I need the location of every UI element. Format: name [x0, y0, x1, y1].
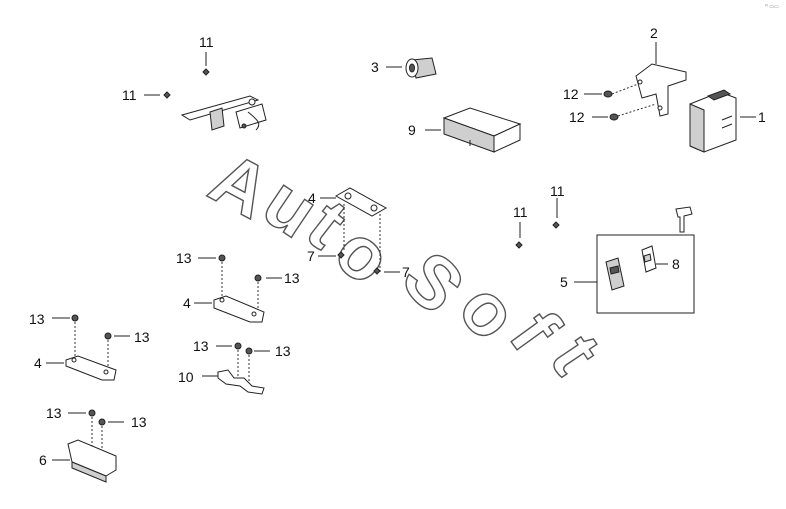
callout-11-c: 11 — [513, 204, 528, 220]
callout-6: 6 — [39, 452, 47, 468]
part-11-screw-mid-a: 11 — [513, 204, 528, 249]
callout-13-e: 13 — [193, 338, 209, 354]
watermark: A u t o S o f t — [197, 135, 618, 388]
part-9-module: 9 — [408, 107, 522, 153]
part-11-screw-top: 11 — [199, 34, 214, 76]
part-1-control-unit: 1 — [689, 89, 766, 153]
part-12-nut-lower: 12 — [569, 103, 657, 125]
part-4-bracket-center: 4 — [308, 187, 388, 272]
callout-4-a: 4 — [308, 190, 316, 206]
part-4-bracket-mid: 13 13 4 — [176, 250, 300, 323]
callout-2: 2 — [650, 25, 658, 41]
callout-12-a: 12 — [563, 86, 579, 102]
callout-13-g: 13 — [46, 405, 62, 421]
callout-7-a: 7 — [307, 248, 315, 264]
callout-11-a: 11 — [199, 34, 214, 50]
antenna-bracket — [180, 95, 267, 131]
part-11-screw-left: 11 — [122, 87, 171, 103]
callout-5: 5 — [560, 274, 568, 290]
callout-13-c: 13 — [29, 311, 45, 327]
corner-mark: ꟸ ▭▭ — [765, 4, 779, 10]
callout-13-h: 13 — [131, 414, 147, 430]
part-6-bracket: 13 13 6 — [39, 405, 147, 483]
callout-12-b: 12 — [569, 109, 585, 125]
part-12-nut-upper: 12 — [563, 83, 639, 102]
callout-11-d: 11 — [550, 183, 565, 199]
callout-10: 10 — [178, 369, 194, 385]
callout-9: 9 — [408, 122, 416, 138]
part-4-bracket-left: 13 13 4 — [29, 311, 150, 381]
callout-3: 3 — [371, 59, 379, 75]
part-7-screw-left: 7 — [307, 248, 345, 264]
callout-13-b: 13 — [284, 270, 300, 286]
callout-8: 8 — [672, 256, 680, 272]
callout-7-b: 7 — [402, 264, 410, 280]
callout-11-b: 11 — [122, 87, 137, 103]
part-11-screw-mid-b: 11 — [550, 183, 565, 229]
callout-4-c: 4 — [34, 355, 42, 371]
part-7-screw-right: 7 — [373, 264, 410, 280]
callout-1: 1 — [758, 109, 766, 125]
callout-4-b: 4 — [183, 295, 191, 311]
callout-13-a: 13 — [176, 250, 192, 266]
callout-13-d: 13 — [134, 329, 150, 345]
part-2-bracket: 2 — [635, 25, 687, 117]
part-10-bracket: 13 13 10 — [178, 338, 291, 395]
part-5-key-set: 5 8 — [560, 206, 695, 314]
part-3-tube: 3 — [371, 57, 437, 79]
callout-13-f: 13 — [275, 343, 291, 359]
